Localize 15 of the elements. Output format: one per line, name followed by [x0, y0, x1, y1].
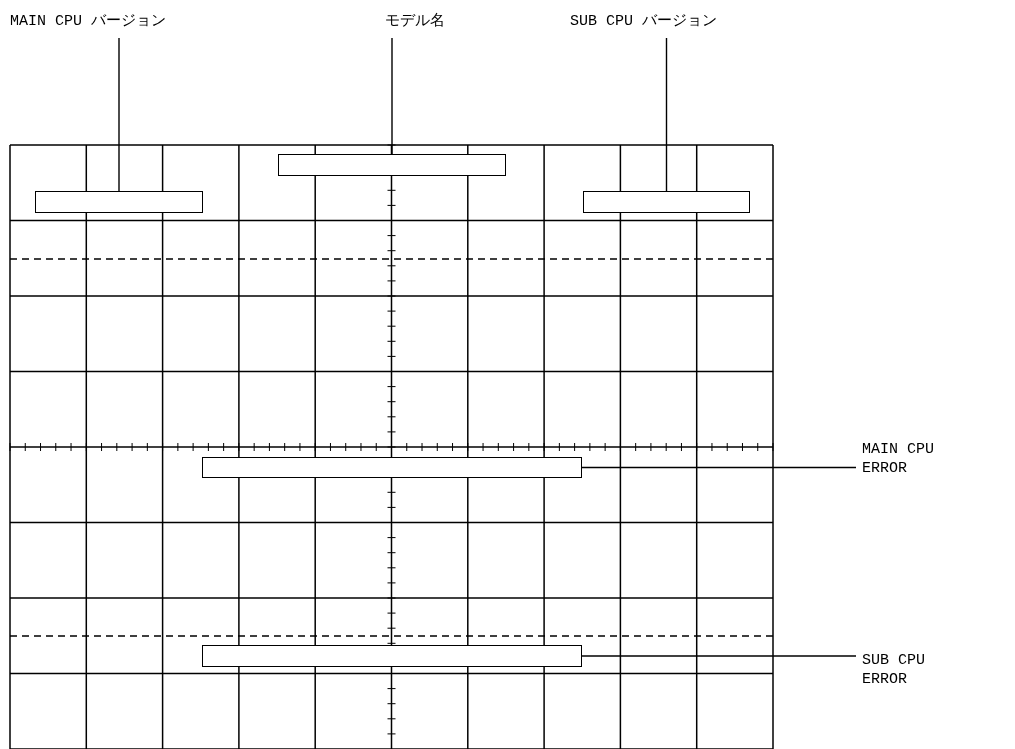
callout-label: SUB CPU バージョン [570, 12, 770, 31]
display-field-box [35, 191, 203, 213]
leader-line [581, 466, 857, 469]
leader-line [118, 37, 120, 192]
display-field-box [278, 154, 506, 176]
leader-line [391, 37, 393, 155]
callout-label: MAIN CPU バージョン [10, 12, 230, 31]
callout-label: MAIN CPU ERROR [862, 440, 962, 478]
callout-label: SUB CPU ERROR [862, 651, 962, 689]
leader-line [581, 655, 857, 657]
display-field-box [202, 645, 582, 667]
callout-label: モデル名 [385, 12, 485, 31]
display-field-box [202, 457, 582, 478]
display-field-box [583, 191, 750, 213]
leader-line [665, 37, 668, 192]
